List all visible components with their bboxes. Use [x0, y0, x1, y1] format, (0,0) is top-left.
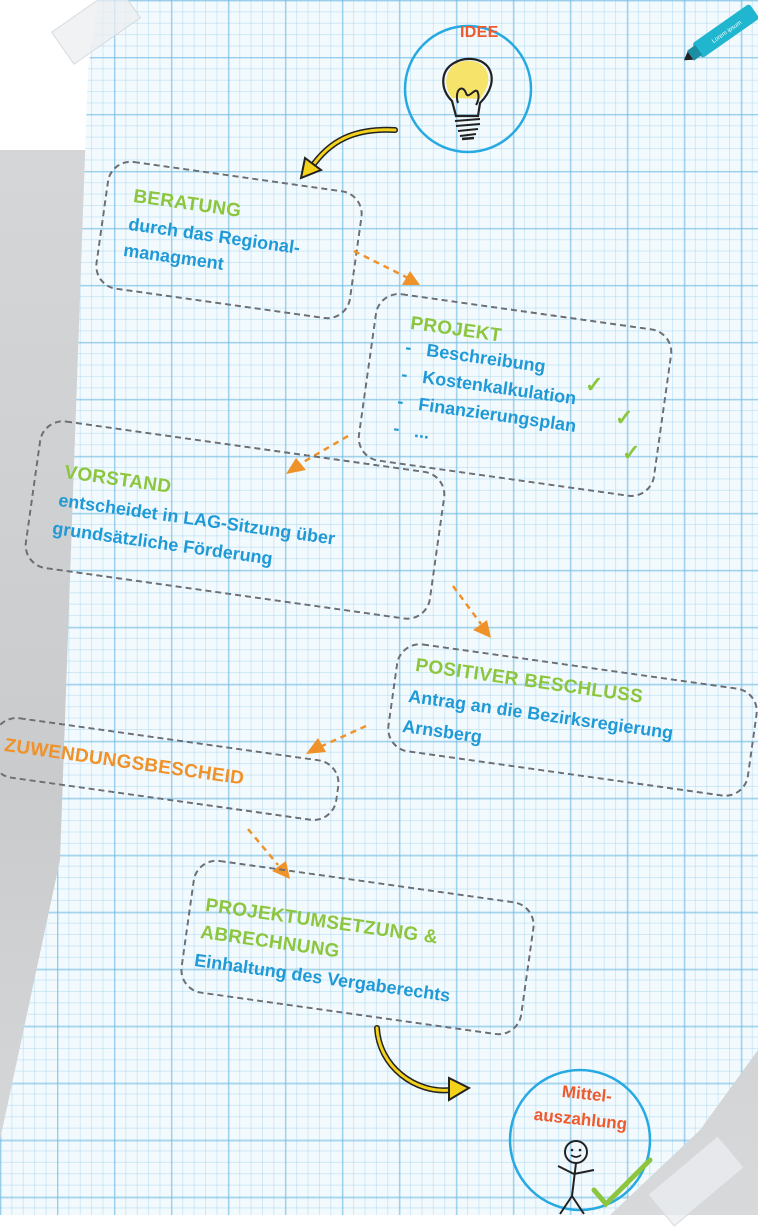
projekt-item-more: ...: [413, 421, 431, 443]
marker-pen-icon: Lorem ipsum: [683, 4, 758, 61]
lightbulb-icon: [442, 57, 493, 141]
arrow-projekt-to-vorstand: [286, 434, 349, 474]
checkmark-icon: ✓: [615, 405, 634, 430]
idee-circle: [403, 24, 533, 154]
arrow-beschluss-to-bescheid: [306, 724, 367, 754]
arrow-vorstand-to-beschluss: [451, 585, 491, 638]
auszahlung-circle: [508, 1068, 653, 1215]
arrow-umsetzung-to-auszahlung: [374, 1025, 472, 1102]
checkmark-icon: [591, 1157, 653, 1208]
stickman-icon: [557, 1140, 595, 1215]
arrow-bescheid-to-umsetzung: [247, 828, 290, 879]
idee-label: IDEE: [460, 24, 499, 41]
checkmark-icon: ✓: [622, 440, 641, 465]
checkmark-icon: ✓: [585, 372, 604, 397]
arrow-idee-to-beratung: [299, 126, 398, 180]
arrow-beratung-to-projekt: [353, 249, 420, 285]
